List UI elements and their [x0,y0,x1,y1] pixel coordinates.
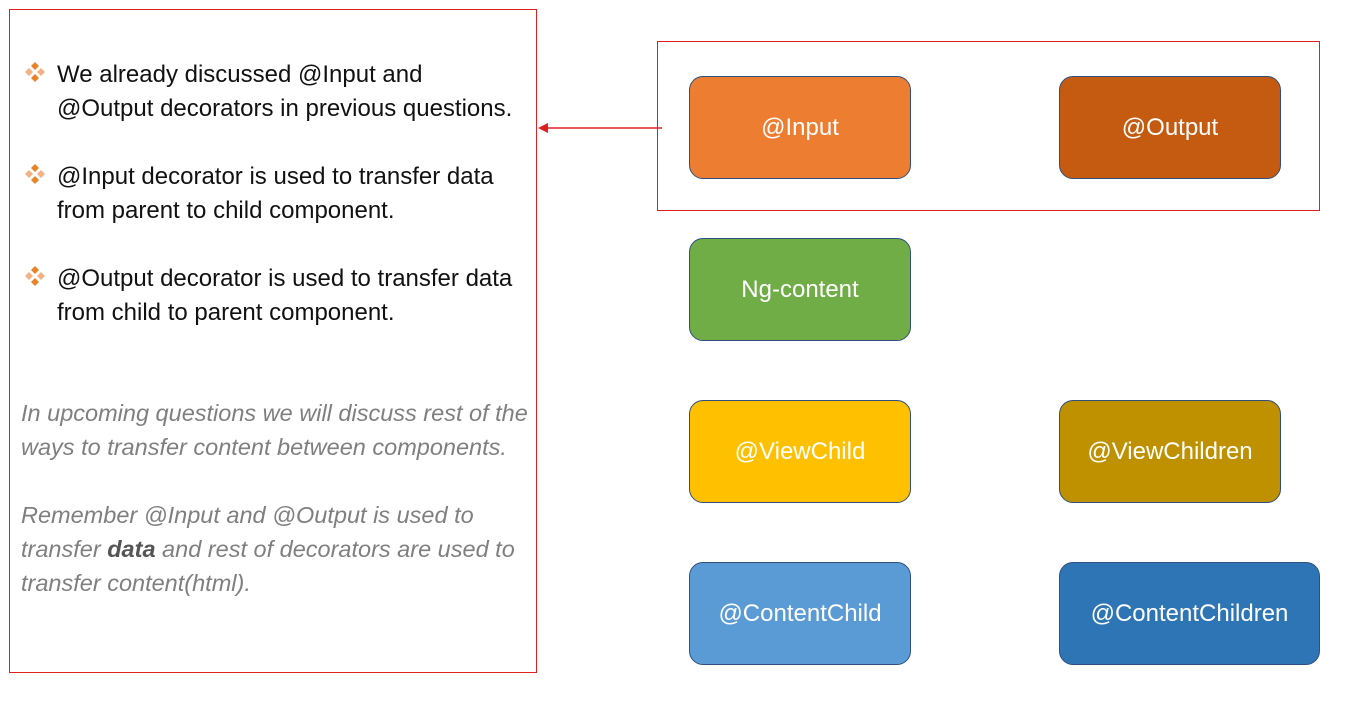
input-output-group-frame [657,41,1320,211]
input-box: @Input [689,76,911,179]
notes: In upcoming questions we will discuss re… [21,396,531,634]
bullet-text: We already discussed @Input and @Output … [57,61,513,122]
bullet-item: @Input decorator is used to transfer dat… [24,160,524,228]
four-diamond-bullet-icon [25,164,45,184]
content-child-box: @ContentChild [689,562,911,665]
ng-content-label: Ng-content [741,275,859,303]
content-children-box: @ContentChildren [1059,562,1320,665]
four-diamond-bullet-icon [25,266,45,286]
bullet-text: @Output decorator is used to transfer da… [57,265,513,326]
ng-content-box: Ng-content [689,238,911,341]
content-child-label: @ContentChild [718,599,882,627]
input-label: @Input [761,113,839,141]
note-remember-bold: data [107,536,156,562]
bullet-text: @Input decorator is used to transfer dat… [57,163,494,224]
output-label: @Output [1121,113,1219,141]
view-children-box: @ViewChildren [1059,400,1281,503]
note-remember: Remember @Input and @Output is used to t… [21,498,531,600]
bullet-item: We already discussed @Input and @Output … [24,58,524,126]
arrow-left-icon [538,123,662,133]
view-children-label: @ViewChildren [1087,437,1253,465]
view-child-label: @ViewChild [734,437,866,465]
content-children-label: @ContentChildren [1090,599,1289,627]
view-child-box: @ViewChild [689,400,911,503]
bullet-list: We already discussed @Input and @Output … [24,58,524,364]
note-remember-rest: and rest of decorators are used to trans… [21,536,515,596]
four-diamond-bullet-icon [25,62,45,82]
text-panel: We already discussed @Input and @Output … [9,9,537,673]
note-remember-text: Remember @Input and @Output is used to t… [21,502,474,562]
note-upcoming: In upcoming questions we will discuss re… [21,400,528,460]
bullet-item: @Output decorator is used to transfer da… [24,262,524,330]
output-box: @Output [1059,76,1281,179]
